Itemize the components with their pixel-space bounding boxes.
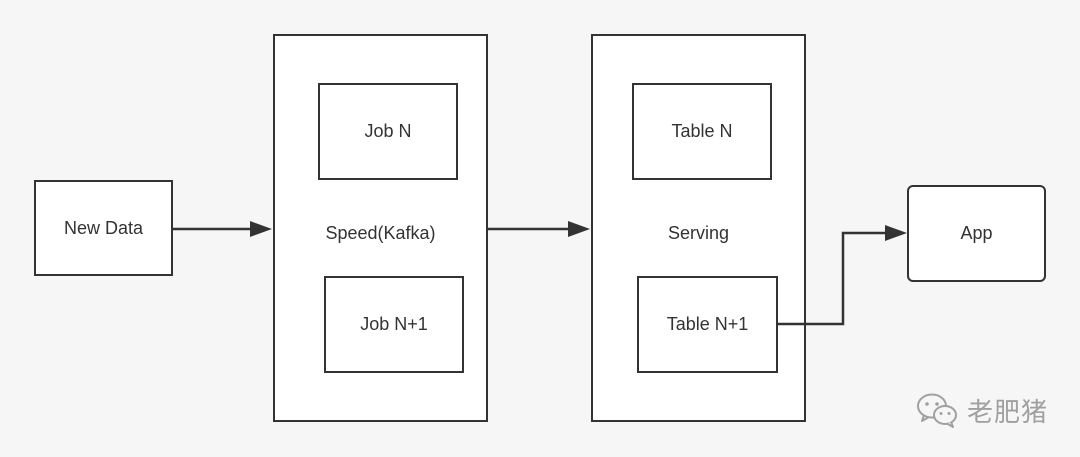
table-n-node: Table N	[632, 83, 772, 180]
new-data-node: New Data	[34, 180, 173, 276]
job-n-plus-1-node: Job N+1	[324, 276, 464, 373]
app-node: App	[907, 185, 1046, 282]
table-n-label: Table N	[671, 121, 733, 141]
watermark-text: 老肥猪	[967, 397, 1049, 428]
serving-label: Serving	[667, 222, 730, 243]
new-data-label: New Data	[63, 217, 144, 238]
wechat-icon	[917, 393, 957, 428]
speed-kafka-label: Speed(Kafka)	[325, 222, 436, 243]
app-label: App	[960, 223, 993, 243]
table-n-plus-1-node: Table N+1	[637, 276, 778, 373]
arrowhead-table-n-plus-1-to-app	[885, 225, 907, 241]
arrow-table-n-plus-1-to-app	[778, 231, 887, 326]
job-n-plus-1-label: Job N+1	[360, 314, 428, 334]
watermark: 老肥猪	[915, 388, 1065, 432]
job-n-node: Job N	[318, 83, 458, 180]
table-n-plus-1-label: Table N+1	[666, 314, 749, 334]
arrowhead-new-data-to-speed	[250, 221, 272, 237]
job-n-label: Job N	[364, 121, 412, 141]
arrowhead-speed-to-serving	[568, 221, 590, 237]
